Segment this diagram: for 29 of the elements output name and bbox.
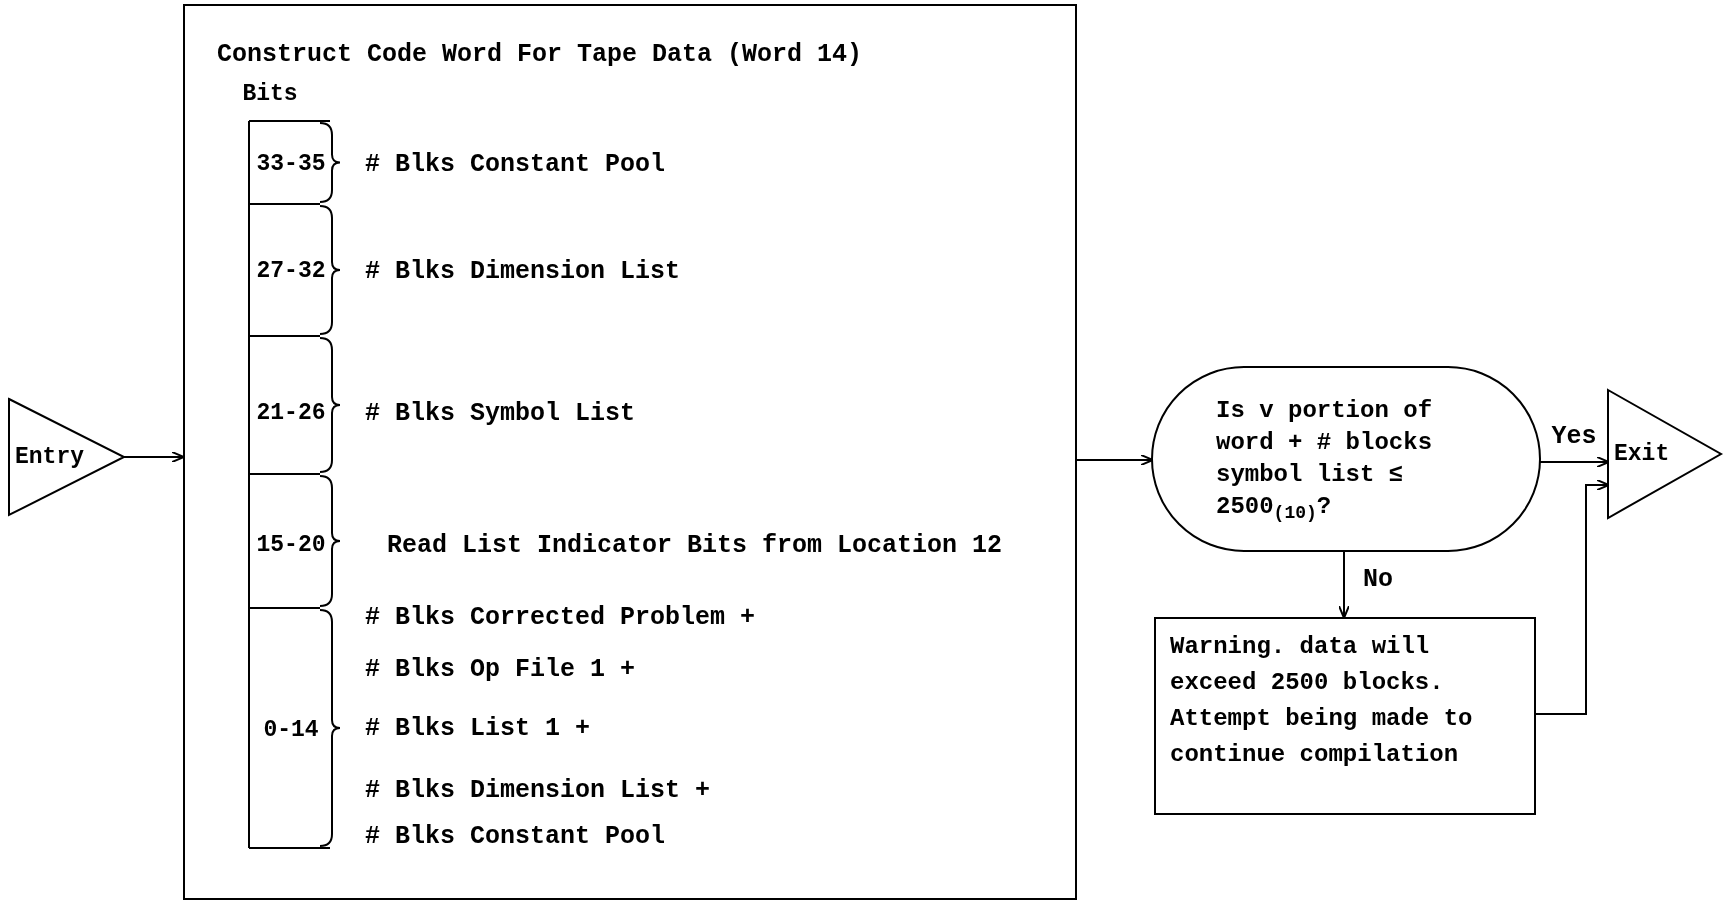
process-box — [183, 4, 1077, 900]
field-description: # Blks Op File 1 + — [365, 656, 636, 682]
field-description: # Blks Corrected Problem + — [365, 604, 756, 630]
bit-range: 0-14 — [263, 718, 319, 742]
field-description: Read List Indicator Bits from Location 12 — [387, 532, 1003, 558]
terminal-label: Exit — [1614, 442, 1670, 466]
terminal-triangle — [1607, 388, 1724, 520]
bit-range: 15-20 — [256, 533, 326, 557]
bit-range: 21-26 — [256, 401, 326, 425]
arrow — [1535, 479, 1610, 715]
field-description: # Blks Constant Pool — [365, 823, 666, 849]
decision-text: Is v portion of word + # blocks symbol list ≤ 2500$_{(10)}$? — [1216, 396, 1434, 523]
terminal-triangle — [8, 397, 127, 517]
field-description: # Blks Symbol List — [365, 400, 636, 426]
bit-range: 33-35 — [256, 152, 326, 176]
process-box — [1154, 617, 1536, 815]
field-description: # Blks Constant Pool — [365, 151, 666, 177]
field-description: # Blks Dimension List + — [365, 777, 711, 803]
bit-range: Bits — [242, 82, 298, 106]
arrow — [1539, 456, 1610, 468]
arrow — [1338, 550, 1350, 619]
arrow — [123, 451, 185, 463]
box-title: Construct Code Word For Tape Data (Word 14) — [217, 42, 863, 67]
arrow — [1076, 454, 1154, 466]
warning-text: Warning. data will exceed 2500 blocks. Attempt being made to continue compilation — [1170, 632, 1474, 770]
field-description: # Blks List 1 + — [365, 715, 591, 741]
bit-range: 27-32 — [256, 259, 326, 283]
terminal-label: Entry — [15, 445, 84, 469]
field-description: # Blks Dimension List — [365, 258, 681, 284]
